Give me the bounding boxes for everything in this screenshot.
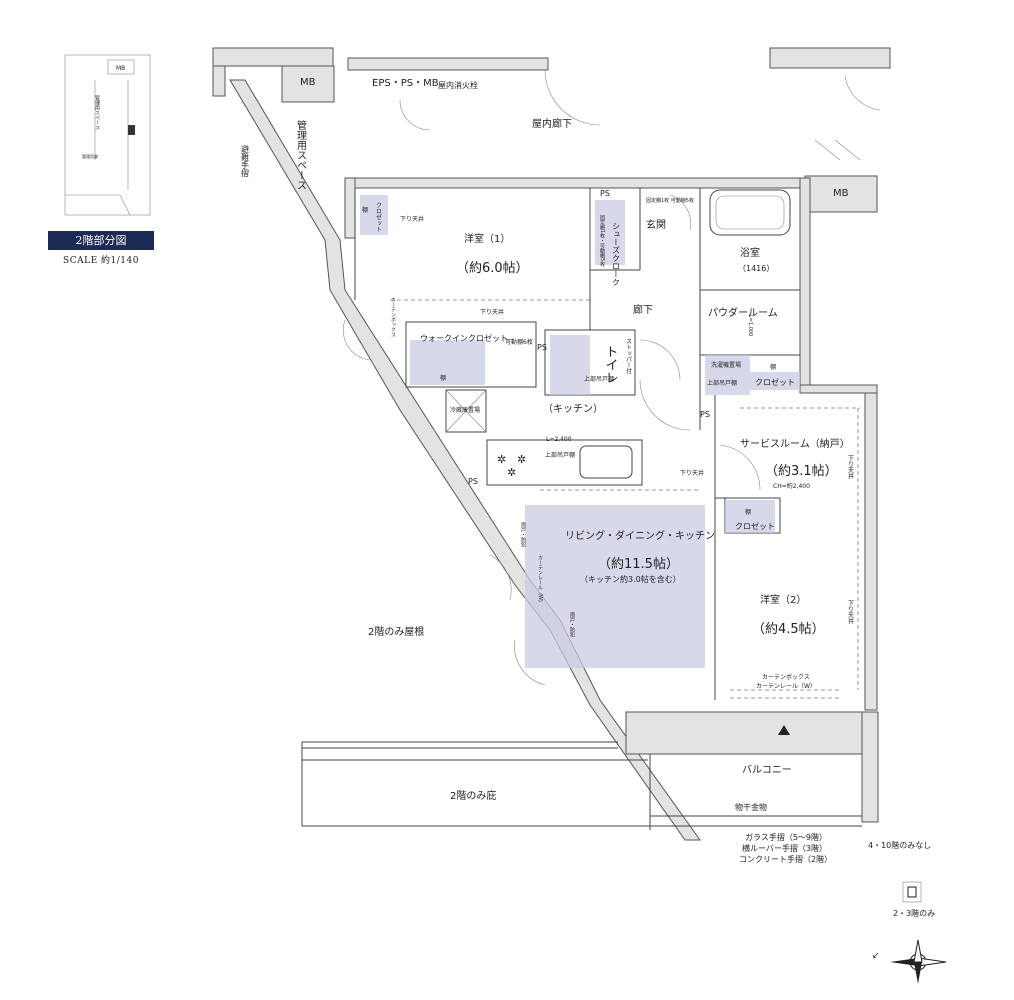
ps-low-label: PS — [700, 410, 710, 419]
mb-right-label: MB — [833, 188, 849, 199]
shelf1-label: 棚 — [362, 206, 368, 214]
dryer-label: 物干金物 — [735, 802, 767, 812]
bath-label: 浴室 — [740, 246, 760, 259]
shelf3-label: 棚 — [745, 508, 751, 516]
stopper-label: ストッパー付 — [625, 338, 632, 375]
key-admin-label: 管理用スペース — [94, 94, 100, 130]
closet2-label: クロゼット — [755, 377, 795, 387]
svg-text:✲: ✲ — [517, 453, 526, 466]
eave-label: 2階のみ庇 — [450, 789, 496, 802]
key-mb-label: MB — [116, 65, 125, 72]
down-ceiling4-label: 下り天井 — [847, 455, 854, 480]
legend-title: 2階部分図 — [48, 231, 154, 250]
rail3-label: コンクリート手摺（2階） — [739, 854, 832, 864]
toilet-label: トイレ — [603, 345, 618, 384]
shelf-walkin-label: 棚 — [440, 374, 446, 382]
fixed-rail-label: 固定棚1枚 可動棚5枚 — [646, 197, 694, 204]
laundry-label: 洗濯機置場 — [711, 361, 741, 369]
emergency1-label: 雨戸・防犯 — [520, 522, 526, 548]
emergency2-label: 雨戸・防犯 — [569, 612, 575, 638]
key-plan: MB 管理用スペース 管理用扉 — [64, 54, 151, 216]
roof-label: 2階のみ屋根 — [368, 625, 424, 638]
ldk-size: （約11.5帖） — [598, 557, 679, 572]
upper-cab1-label: 上部吊戸棚 — [584, 375, 614, 383]
kitchen-len: L=2,400 — [546, 436, 572, 443]
western2-label: 洋室（2） — [760, 593, 806, 606]
curtain-box-label: カーテンボックス — [762, 673, 810, 681]
entrance-label: 玄関 — [646, 218, 666, 231]
down-ceiling1-label: 下り天井 — [400, 215, 424, 223]
powder-dim: L=1,000 — [747, 315, 753, 336]
service-size: （約3.1帖） — [765, 464, 838, 479]
floor-key-icon — [902, 881, 922, 903]
kitchen-fixtures: ✲ ✲ ✲ — [497, 453, 790, 735]
movable-label: 可動棚6枚 — [505, 338, 533, 346]
shoes-sub-label: 固定棚1枚・可動棚5枚 — [599, 215, 605, 268]
curtain-rail2-label: カーテンレール（W） — [537, 555, 543, 605]
outer-wall-label: 避難手摺 — [241, 144, 250, 178]
compass-icon: ↙ — [872, 939, 947, 984]
room-labels: MB EPS・PS・MB 屋内消火栓 屋内廊下 管理用スペース 避難手摺 MB … — [241, 77, 936, 918]
legend-scale: SCALE 約1/140 — [63, 256, 139, 266]
upper-cab2-label: 上部吊戸棚 — [707, 379, 737, 387]
ps-mid-label: PS — [537, 343, 547, 352]
shelf2-label: 棚 — [770, 363, 776, 371]
ps-small-label: PS — [468, 477, 478, 486]
ldk-label: リビング・ダイニング・キッチン — [565, 529, 715, 542]
walls — [212, 47, 891, 841]
eps-label: EPS・PS・MB — [372, 78, 439, 89]
svg-text:✲: ✲ — [507, 466, 516, 479]
service-label: サービスルーム（納戸） — [740, 437, 850, 450]
mb-top-label: MB — [300, 77, 316, 88]
down-ceiling3-label: 下り天井 — [680, 469, 704, 477]
curtain-box2-label: カーテンボックス — [390, 297, 396, 337]
floor-note2-label: 2・3階のみ — [893, 908, 935, 918]
powder-label: パウダールーム — [708, 306, 778, 319]
rail1-label: ガラス手摺（5〜9階） — [745, 832, 827, 842]
walkin-label: ウォークインクロゼット — [420, 333, 508, 343]
svg-text:↙: ↙ — [872, 951, 880, 961]
admin-space-label: 管理用スペース — [295, 119, 307, 190]
curtain-rail-label: カーテンレール（W） — [756, 683, 816, 690]
doors — [342, 69, 881, 686]
corridor-label: 廊下 — [633, 303, 653, 316]
western1-label: 洋室（1） — [464, 232, 510, 245]
ldk-note: （キッチン約3.0帖を含む） — [580, 574, 681, 584]
ps-top-label: PS — [600, 189, 610, 198]
svg-text:✲: ✲ — [497, 453, 506, 466]
partitions — [354, 188, 860, 700]
western1-size: （約6.0帖） — [456, 261, 529, 276]
upper-cab3-label: 上部吊戸棚 — [545, 451, 575, 459]
down-ceiling5-label: 下り天井 — [847, 600, 854, 625]
fridge-label: 冷蔵庫置場 — [450, 406, 480, 414]
closet1-label: クロゼット — [375, 202, 382, 232]
shoes-label: シューズクローク — [612, 222, 621, 286]
corridor-indoor-label: 屋内廊下 — [532, 117, 572, 130]
kitchen-label: （キッチン） — [543, 403, 603, 415]
down-ceiling2-label: 下り天井 — [480, 308, 504, 316]
key-panel-label: 管理用扉 — [82, 153, 98, 159]
bath-size: （1416） — [738, 264, 774, 273]
service-ch: CH=約2,400 — [773, 482, 810, 490]
balcony-label: バルコニー — [742, 764, 792, 776]
floor-note-label: 4・10階のみなし — [868, 840, 931, 850]
closet3-label: クロゼット — [735, 521, 775, 531]
hydrant-label: 屋内消火栓 — [438, 80, 478, 90]
rail2-label: 横ルーバー手摺（3階） — [742, 843, 827, 853]
western2-size: （約4.5帖） — [752, 622, 825, 637]
